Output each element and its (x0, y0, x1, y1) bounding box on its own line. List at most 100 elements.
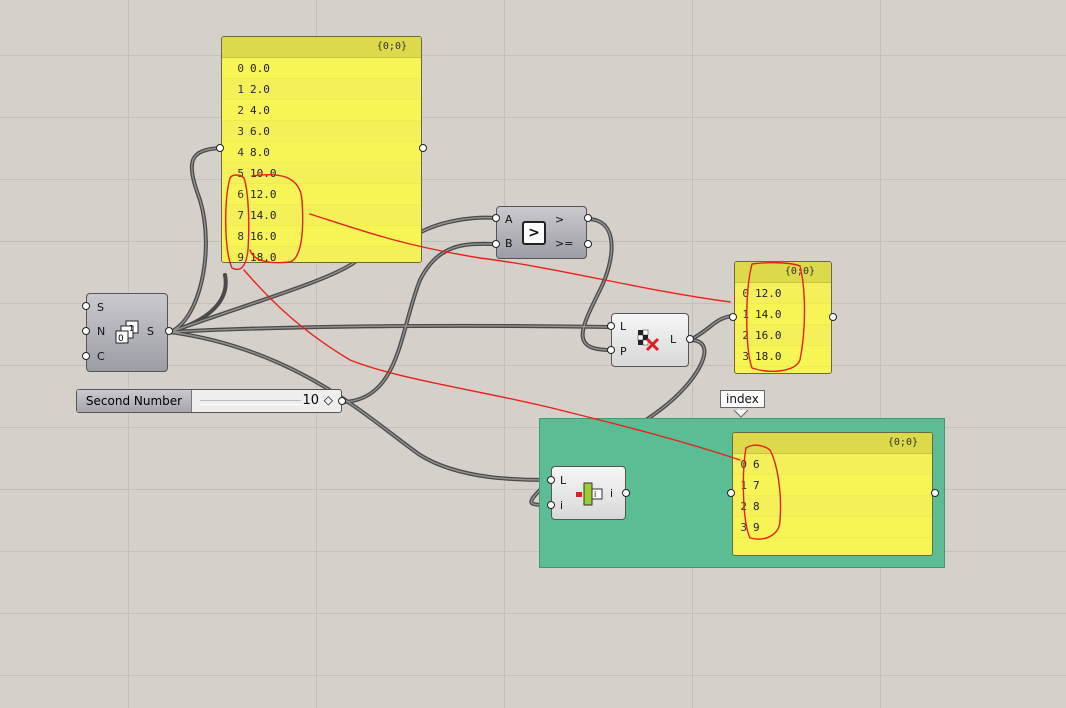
number-slider[interactable]: Second Number 10 ◇ (76, 389, 342, 413)
input-s-label: S (97, 301, 104, 314)
row-value: 18.0 (250, 250, 277, 263)
panel-output-port[interactable] (829, 313, 837, 321)
panel-output-port[interactable] (931, 489, 939, 497)
compare-output-gt-port[interactable] (584, 214, 592, 222)
panel-path: {0;0} (733, 433, 932, 454)
input-b-label: B (505, 237, 513, 250)
row-index: 8 (237, 229, 244, 243)
row-index: 3 (740, 520, 747, 534)
input-i-label: i (560, 499, 564, 512)
row-value: 18.0 (755, 349, 782, 363)
panel-input-port[interactable] (727, 489, 735, 497)
tooltip-pointer-icon (734, 410, 748, 418)
row-value: 0.0 (250, 61, 270, 75)
list-item-icon: i (576, 482, 603, 506)
compare-input-a-port[interactable] (492, 214, 500, 222)
row-index: 5 (237, 166, 244, 180)
compare-input-b-port[interactable] (492, 240, 500, 248)
row-index: 0 (740, 457, 747, 471)
index-output-i-port[interactable] (622, 489, 630, 497)
panel-input-port[interactable] (729, 313, 737, 321)
index-tooltip: index (720, 390, 765, 408)
cull-output-l-port[interactable] (686, 335, 694, 343)
list-index-component[interactable]: L i i i (551, 466, 626, 520)
panel-path: {0;0} (735, 262, 831, 283)
row-index: 3 (742, 349, 749, 363)
cull-input-p-port[interactable] (607, 346, 615, 354)
row-index: 6 (237, 187, 244, 201)
slider-rail (200, 400, 301, 405)
series-input-s-port[interactable] (82, 302, 90, 310)
slider-track[interactable]: 10 ◇ (192, 390, 341, 412)
row-index: 0 (742, 286, 749, 300)
row-value: 6.0 (250, 124, 270, 138)
series-component[interactable]: S N C S 0 1 (86, 293, 168, 372)
row-value: 12.0 (250, 187, 277, 201)
larger-than-symbol: > (528, 225, 540, 241)
slider-label: Second Number (77, 390, 192, 412)
slider-diamond-icon: ◇ (323, 393, 333, 407)
input-n-label: N (97, 325, 106, 338)
row-value: 2.0 (250, 82, 270, 96)
output-s-label: S (147, 325, 154, 338)
row-value: 8 (753, 499, 760, 513)
row-value: 16.0 (250, 229, 277, 243)
series-output-s-port[interactable] (165, 327, 173, 335)
cull-pattern-component[interactable]: L P L (611, 313, 689, 367)
output-gte-label: >= (555, 237, 574, 250)
row-index: 3 (237, 124, 244, 138)
row-value: 6 (753, 457, 760, 471)
cull-pattern-icon (637, 329, 660, 352)
row-value: 12.0 (755, 286, 782, 300)
row-value: 4.0 (250, 103, 270, 117)
row-index: 1 (237, 82, 244, 96)
input-l-label: L (560, 474, 567, 487)
larger-than-component[interactable]: A B > >= > (496, 206, 587, 259)
slider-value: 10 (302, 393, 319, 408)
row-value: 8.0 (250, 145, 270, 159)
input-a-label: A (505, 213, 513, 226)
input-l-label: L (620, 320, 627, 333)
row-value: 10.0 (250, 166, 277, 180)
compare-output-gte-port[interactable] (584, 240, 592, 248)
index-input-l-port[interactable] (547, 476, 555, 484)
panel-path: {0;0} (222, 37, 421, 58)
index-input-i-port[interactable] (547, 501, 555, 509)
row-index: 1 (742, 307, 749, 321)
row-index: 0 (237, 61, 244, 75)
row-value: 9 (753, 520, 760, 534)
row-value: 7 (753, 478, 760, 492)
row-index: 2 (740, 499, 747, 513)
row-index: 2 (742, 328, 749, 342)
slider-output-port[interactable] (338, 397, 346, 405)
series-input-c-port[interactable] (82, 352, 90, 360)
series-input-n-port[interactable] (82, 327, 90, 335)
panel-input-port[interactable] (216, 144, 224, 152)
row-index: 1 (740, 478, 747, 492)
svg-text:1: 1 (129, 324, 134, 333)
row-value: 14.0 (250, 208, 277, 222)
output-i-label: i (610, 487, 614, 500)
panel-output-port[interactable] (419, 144, 427, 152)
output-gt-label: > (555, 213, 565, 226)
cull-input-l-port[interactable] (607, 322, 615, 330)
